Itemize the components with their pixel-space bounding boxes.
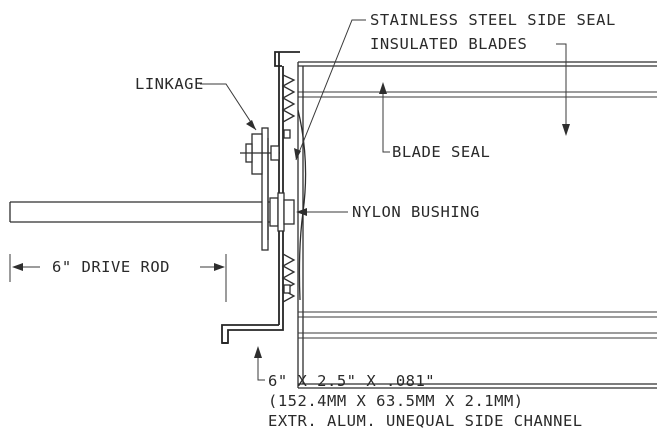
leader-blade-seal (379, 82, 390, 153)
drive-rod (9, 201, 270, 223)
nylon-bushing (269, 192, 295, 232)
label-channel-dims-mm: (152.4MM X 63.5MM X 2.1MM) (268, 392, 524, 410)
dimension-drive-rod (9, 254, 227, 302)
linkage-assembly (240, 127, 280, 251)
label-insulated-blades: INSULATED BLADES (370, 35, 527, 53)
label-drive-rod: 6" DRIVE ROD (52, 258, 170, 276)
side-seal-bottom (281, 253, 296, 303)
blade-frame (297, 61, 657, 389)
label-channel-dims-in: 6" X 2.5" X .081" (268, 372, 435, 390)
leader-side-seal (294, 19, 366, 161)
side-channel (221, 51, 300, 344)
label-linkage: LINKAGE (135, 75, 204, 93)
leader-insulated-blades (556, 43, 570, 136)
leader-nylon-bushing (296, 208, 348, 216)
label-channel-desc: EXTR. ALUM. UNEQUAL SIDE CHANNEL (268, 412, 583, 430)
leader-linkage (200, 83, 257, 131)
label-nylon-bushing: NYLON BUSHING (352, 203, 480, 221)
leader-channel (254, 346, 265, 381)
label-blade-seal: BLADE SEAL (392, 143, 490, 161)
label-stainless-side-seal: STAINLESS STEEL SIDE SEAL (370, 11, 616, 29)
side-seal-top (281, 74, 296, 139)
